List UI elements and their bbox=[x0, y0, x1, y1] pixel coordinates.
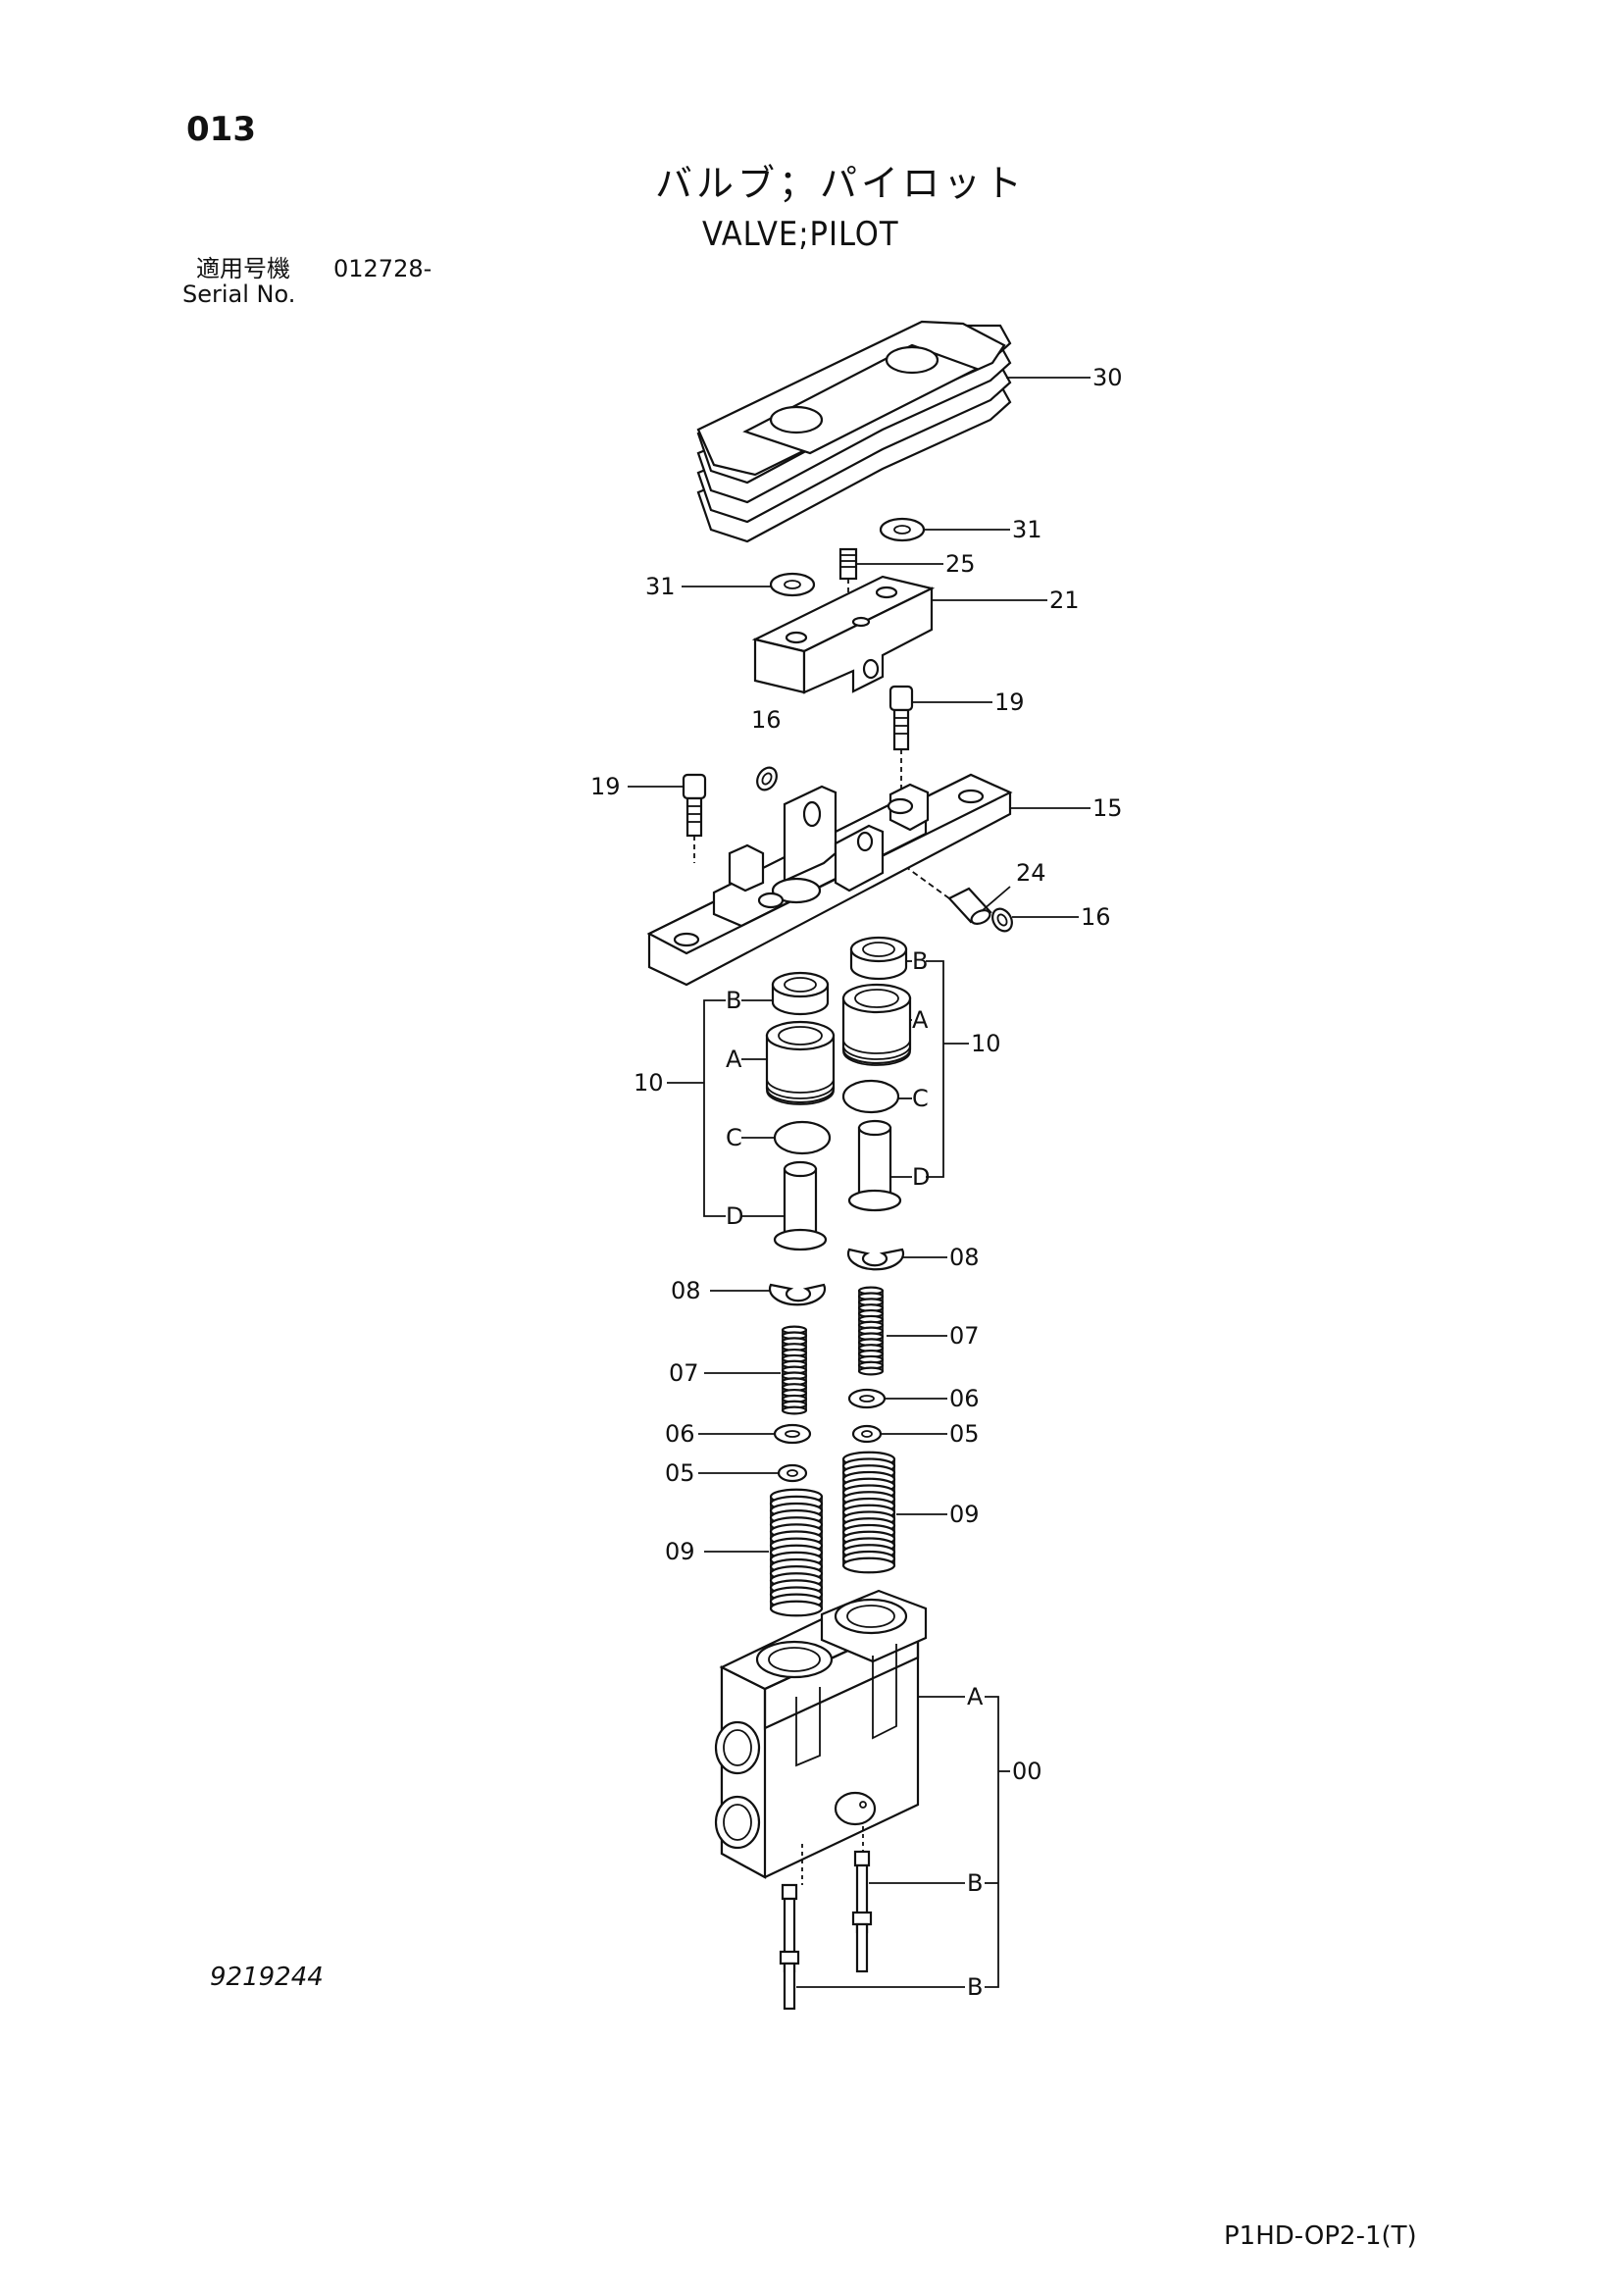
callout-31-left: 31 bbox=[645, 573, 676, 600]
plug-a-right bbox=[841, 983, 912, 1066]
valve-body-part-00 bbox=[714, 1589, 928, 1885]
callout-16-top: 16 bbox=[751, 706, 782, 734]
label-b-plug-lower: B bbox=[967, 1973, 983, 2001]
label-a-left: A bbox=[726, 1046, 742, 1073]
washer-part-06-left bbox=[773, 1423, 812, 1445]
label-c-right: C bbox=[912, 1085, 929, 1112]
callout-05-right: 05 bbox=[949, 1420, 980, 1448]
label-d-right: D bbox=[912, 1163, 930, 1191]
inner-spring-part-07-left bbox=[781, 1325, 808, 1415]
callout-07-right: 07 bbox=[949, 1322, 980, 1350]
callout-21: 21 bbox=[1049, 587, 1080, 614]
callout-15: 15 bbox=[1092, 794, 1123, 822]
washer-part-06-right bbox=[847, 1388, 887, 1409]
washer-part-05-right bbox=[851, 1424, 883, 1444]
washer-part-05-left bbox=[777, 1463, 808, 1483]
callout-24: 24 bbox=[1016, 859, 1046, 887]
leader-lines bbox=[628, 377, 1091, 1988]
plate-part-21 bbox=[751, 575, 936, 694]
inner-spring-part-07-right bbox=[857, 1286, 885, 1376]
callout-06-right: 06 bbox=[949, 1385, 980, 1412]
callout-07-left: 07 bbox=[669, 1359, 699, 1387]
callout-08-right: 08 bbox=[949, 1244, 980, 1271]
title-english: VALVE;PILOT bbox=[702, 215, 899, 254]
callout-09-right: 09 bbox=[949, 1501, 980, 1528]
callout-30: 30 bbox=[1092, 364, 1123, 391]
spring-seat-part-08-right bbox=[846, 1248, 905, 1271]
o-ring-part-16-right bbox=[991, 907, 1013, 933]
callout-19-right: 19 bbox=[994, 689, 1025, 716]
callout-08-left: 08 bbox=[671, 1277, 701, 1304]
page-number: 013 bbox=[186, 110, 256, 149]
seal-b-right bbox=[849, 936, 908, 981]
seal-b-left bbox=[771, 971, 830, 1016]
bolt-part-19-left bbox=[682, 773, 707, 863]
bolt-part-19-right bbox=[888, 685, 914, 794]
callout-16-right: 16 bbox=[1081, 903, 1111, 931]
serial-label-english: Serial No. bbox=[182, 281, 296, 308]
callout-31-right: 31 bbox=[1012, 516, 1042, 543]
reference-code: P1HD-OP2-1(T) bbox=[1224, 2221, 1417, 2251]
label-b-left: B bbox=[726, 987, 741, 1014]
callout-10-left: 10 bbox=[634, 1069, 664, 1097]
callout-labels: 30 31 31 25 21 19 16 19 15 24 16 10 B A … bbox=[590, 364, 1123, 2001]
o-ring-c-left bbox=[773, 1120, 832, 1155]
boot-cover-part-30 bbox=[696, 320, 1012, 543]
label-a-right: A bbox=[912, 1006, 929, 1034]
push-rod-d-right bbox=[847, 1119, 902, 1212]
plug-a-left bbox=[765, 1020, 836, 1105]
label-a-body: A bbox=[967, 1683, 984, 1710]
washer-part-31-left bbox=[769, 572, 816, 597]
casing-part-15 bbox=[646, 773, 1013, 987]
callout-10-right: 10 bbox=[971, 1030, 1001, 1057]
callout-09-left: 09 bbox=[665, 1538, 695, 1565]
callout-06-left: 06 bbox=[665, 1420, 695, 1448]
callout-05-left: 05 bbox=[665, 1459, 695, 1487]
plug-b-upper bbox=[851, 1850, 873, 1973]
plug-b-lower bbox=[779, 1883, 800, 2011]
outer-spring-part-09-right bbox=[841, 1451, 896, 1574]
label-c-left: C bbox=[726, 1124, 742, 1151]
o-ring-c-right bbox=[841, 1079, 900, 1114]
spring-seat-part-08-left bbox=[768, 1283, 827, 1306]
drawing-number: 9219244 bbox=[210, 1963, 324, 1992]
label-b-plug-upper: B bbox=[967, 1869, 983, 1897]
callout-25: 25 bbox=[945, 550, 976, 578]
outer-spring-part-09-left bbox=[769, 1488, 824, 1617]
title-japanese: バルブ；パイロット bbox=[655, 162, 1027, 205]
push-rod-d-left bbox=[773, 1160, 828, 1251]
serial-label-japanese: 適用号機 bbox=[196, 255, 290, 282]
serial-number-value: 012728- bbox=[333, 255, 432, 282]
o-ring-part-16-top bbox=[756, 766, 778, 791]
label-b-right: B bbox=[912, 947, 928, 975]
callout-19-left: 19 bbox=[590, 773, 621, 800]
washer-part-31-right bbox=[879, 517, 926, 542]
label-d-left: D bbox=[726, 1202, 743, 1230]
callout-00: 00 bbox=[1012, 1758, 1042, 1785]
